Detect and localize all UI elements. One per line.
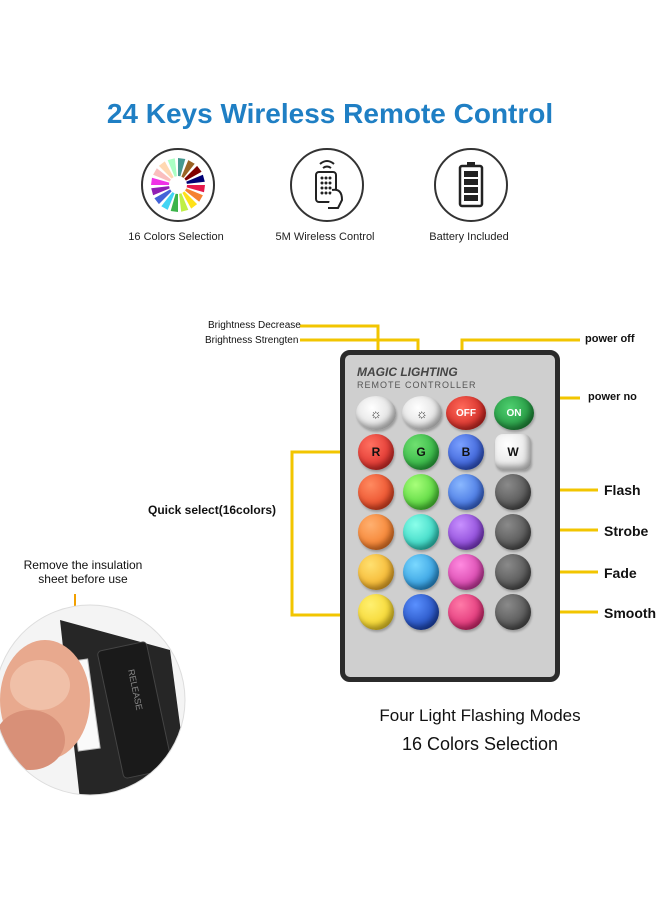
color-button[interactable]: [448, 554, 484, 590]
color-button[interactable]: [358, 474, 394, 510]
color-wheel-segment: [161, 192, 175, 210]
fade-button[interactable]: [495, 554, 531, 590]
power-on-button[interactable]: ON: [494, 396, 534, 430]
callout-flash: Flash: [604, 482, 641, 498]
insulation-note-line2: sheet before use: [38, 572, 128, 586]
flash-button[interactable]: [495, 474, 531, 510]
remote-hand-icon: [290, 148, 364, 222]
captions: Four Light Flashing Modes 16 Colors Sele…: [330, 706, 630, 755]
feature-label-wireless: 5M Wireless Control: [275, 231, 375, 243]
color-button[interactable]: [448, 474, 484, 510]
callout-fade: Fade: [604, 565, 637, 581]
smooth-button[interactable]: [495, 594, 531, 630]
color-button[interactable]: [358, 594, 394, 630]
color-wheel-segment: [167, 158, 177, 177]
color-wheel-segment: [181, 160, 195, 178]
color-wheel-segment: [182, 191, 198, 209]
remote-subtitle: REMOTE CONTROLLER: [357, 380, 477, 390]
sun-down-icon: ☼: [416, 405, 428, 421]
feature-label-colors: 16 Colors Selection: [128, 231, 224, 243]
battery-icon: [434, 148, 508, 222]
callout-smooth: Smooth: [604, 605, 657, 621]
color-wheel-segment: [158, 161, 174, 179]
color-wheel-segment: [153, 168, 171, 182]
sun-up-icon: ☼: [370, 405, 382, 421]
callout-power-off: power off: [585, 333, 635, 345]
insulation-note-line1: Remove the insulation: [23, 558, 143, 572]
color-wheel-segment: [170, 193, 178, 212]
callout-quick-select: Quick select(16colors): [148, 503, 277, 517]
color-button[interactable]: [403, 554, 439, 590]
color-wheel-segment: [186, 185, 205, 193]
color-button[interactable]: [403, 474, 439, 510]
brightness-down-button[interactable]: ☼: [402, 396, 442, 430]
caption-modes: Four Light Flashing Modes: [379, 706, 581, 725]
color-wheel-segment: [178, 158, 186, 177]
remote-brand: MAGIC LIGHTING: [357, 365, 458, 379]
strobe-button[interactable]: [495, 514, 531, 550]
color-button[interactable]: [403, 594, 439, 630]
green-button[interactable]: G: [403, 434, 439, 470]
color-button[interactable]: [403, 514, 439, 550]
brightness-up-button[interactable]: ☼: [356, 396, 396, 430]
color-button[interactable]: [358, 554, 394, 590]
callout-brightness-strengten: Brightness Strengten: [205, 335, 299, 346]
feature-label-battery: Battery Included: [429, 231, 509, 243]
color-wheel-segment: [186, 174, 205, 184]
color-button[interactable]: [448, 514, 484, 550]
callout-brightness-decrease: Brightness Decrease: [208, 320, 301, 331]
color-button[interactable]: [448, 594, 484, 630]
color-wheel-segment: [184, 165, 202, 181]
page-title: 24 Keys Wireless Remote Control: [106, 98, 554, 129]
power-off-button[interactable]: OFF: [446, 396, 486, 430]
color-button[interactable]: [358, 514, 394, 550]
blue-button[interactable]: B: [448, 434, 484, 470]
color-wheel-segment: [179, 193, 189, 212]
insulation-note: Remove the insulation sheet before use: [8, 558, 158, 586]
color-wheel-segment: [151, 186, 170, 196]
caption-colors: 16 Colors Selection: [401, 734, 559, 754]
color-wheel-icon: [141, 148, 215, 222]
color-wheel-segment: [151, 177, 170, 185]
insulation-photo: RELEASE: [0, 594, 186, 796]
white-button[interactable]: W: [495, 434, 531, 470]
callout-power-on: power no: [588, 391, 637, 403]
callout-strobe: Strobe: [604, 523, 649, 539]
red-button[interactable]: R: [358, 434, 394, 470]
color-wheel-segment: [185, 188, 203, 202]
color-wheel-segment: [154, 189, 172, 205]
